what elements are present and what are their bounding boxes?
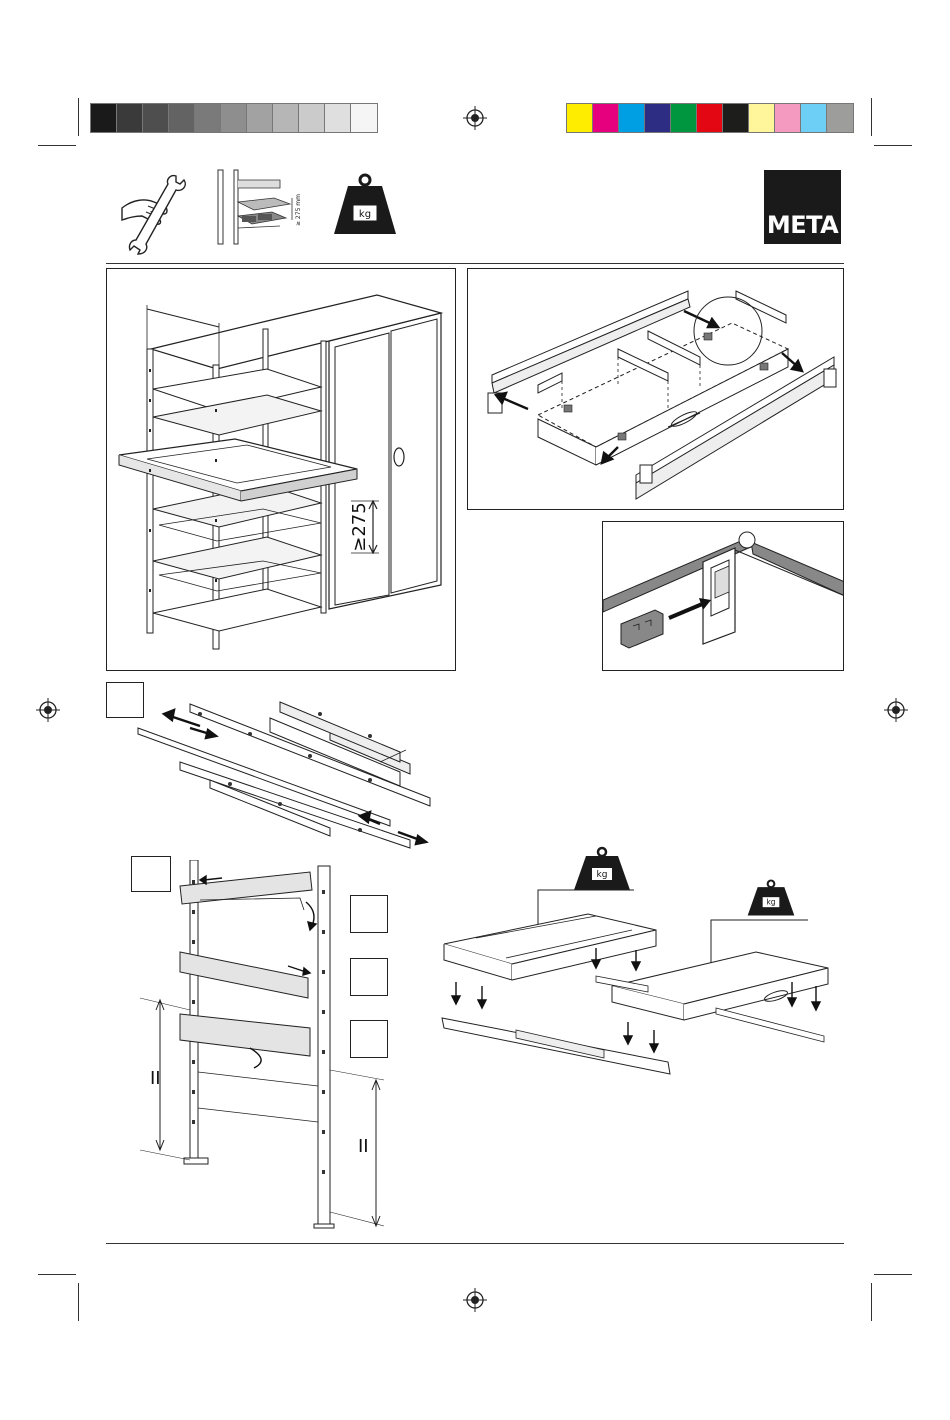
kg-label: kg [597, 870, 608, 880]
wrench-hand-icon [118, 170, 198, 256]
frame-assembly-drawing [468, 269, 844, 510]
cabinet-overview-panel: ≥275 [106, 268, 456, 671]
color-swatch [775, 104, 801, 132]
kg-weight-icon: kg [572, 846, 632, 892]
gray-swatch [117, 104, 143, 132]
upright-mounting-drawing: II II [140, 860, 400, 1230]
kg-label: kg [359, 209, 371, 220]
clip-detail-panel [602, 521, 844, 671]
color-swatch [567, 104, 593, 132]
clearance-label: ≥ 275 mm [295, 194, 302, 226]
height-mark-left: II [150, 1068, 161, 1089]
crop-mark [874, 1274, 912, 1275]
color-swatch [723, 104, 749, 132]
gray-swatch [247, 104, 273, 132]
crop-mark [871, 98, 872, 136]
kg-weight-icon: kg [330, 172, 400, 238]
gray-swatch [299, 104, 325, 132]
gray-swatch [169, 104, 195, 132]
meta-logo: META [764, 170, 841, 244]
frame-on-rails-drawing [436, 888, 836, 1088]
gray-swatch [273, 104, 299, 132]
gray-swatch [91, 104, 117, 132]
crop-mark [874, 145, 912, 146]
crop-mark [871, 1283, 872, 1321]
color-swatch [619, 104, 645, 132]
crop-mark [78, 98, 79, 136]
color-swatch [593, 104, 619, 132]
cabinet-drawing: ≥275 [107, 269, 456, 671]
clearance-dimension: ≥275 [349, 502, 370, 551]
registration-target-icon [463, 1288, 487, 1312]
color-swatch [801, 104, 827, 132]
registration-target-icon [36, 698, 60, 722]
crop-mark [38, 145, 76, 146]
clip-detail-drawing [603, 522, 844, 671]
color-calibration-bar [566, 103, 854, 133]
gray-swatch [221, 104, 247, 132]
crop-mark [38, 1274, 76, 1275]
gray-swatch [143, 104, 169, 132]
grayscale-calibration-bar [90, 103, 378, 133]
color-swatch [697, 104, 723, 132]
header-divider [106, 263, 844, 264]
color-swatch [749, 104, 775, 132]
frame-assembly-panel [467, 268, 844, 510]
color-swatch [645, 104, 671, 132]
registration-target-icon [463, 106, 487, 130]
color-swatch [827, 104, 853, 132]
gray-swatch [325, 104, 351, 132]
gray-swatch [351, 104, 377, 132]
color-swatch [671, 104, 697, 132]
registration-target-icon [884, 698, 908, 722]
footer-divider [106, 1243, 844, 1244]
crop-mark [78, 1283, 79, 1321]
telescopic-rails-drawing [130, 690, 460, 850]
shelf-drawer-icon: ≥ 275 mm [214, 168, 310, 246]
height-mark-right: II [358, 1136, 369, 1157]
gray-swatch [195, 104, 221, 132]
